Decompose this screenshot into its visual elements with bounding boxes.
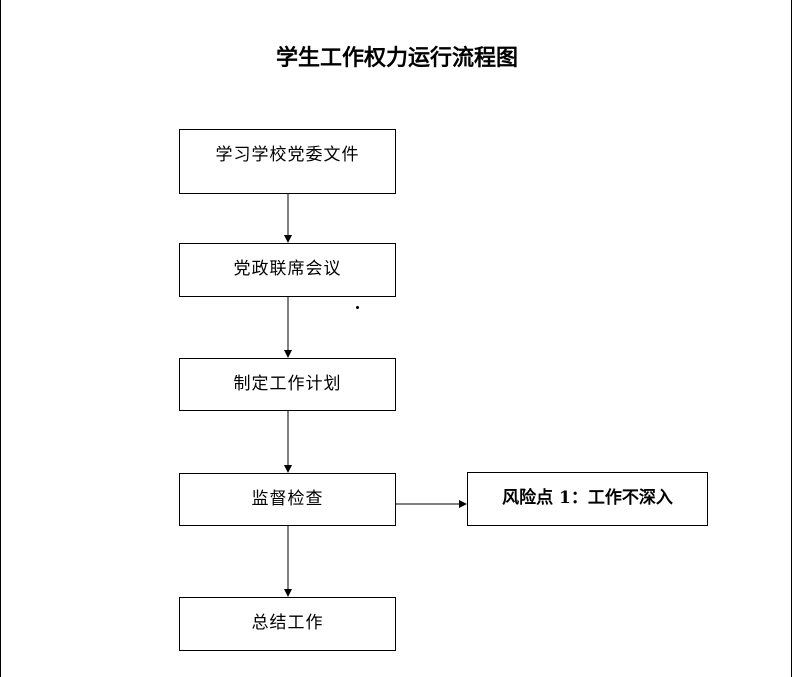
step-box-joint-meeting: 党政联席会议 — [179, 243, 396, 297]
step-label: 党政联席会议 — [233, 259, 342, 279]
step-label: 总结工作 — [251, 613, 324, 633]
step-label: 监督检查 — [251, 489, 324, 509]
step-box-supervision: 监督检查 — [179, 473, 396, 526]
page-title: 学生工作权力运行流程图 — [275, 45, 518, 71]
step-box-summary: 总结工作 — [179, 597, 396, 651]
risk-point-label: 风险点 1：工作不深入 — [502, 488, 673, 508]
step-box-make-plan: 制定工作计划 — [179, 358, 396, 411]
risk-point-box: 风险点 1：工作不深入 — [467, 472, 708, 526]
step-box-study-documents: 学习学校党委文件 — [179, 129, 396, 194]
stray-dot — [356, 306, 359, 309]
step-label: 制定工作计划 — [233, 374, 342, 394]
step-label: 学习学校党委文件 — [215, 145, 360, 165]
